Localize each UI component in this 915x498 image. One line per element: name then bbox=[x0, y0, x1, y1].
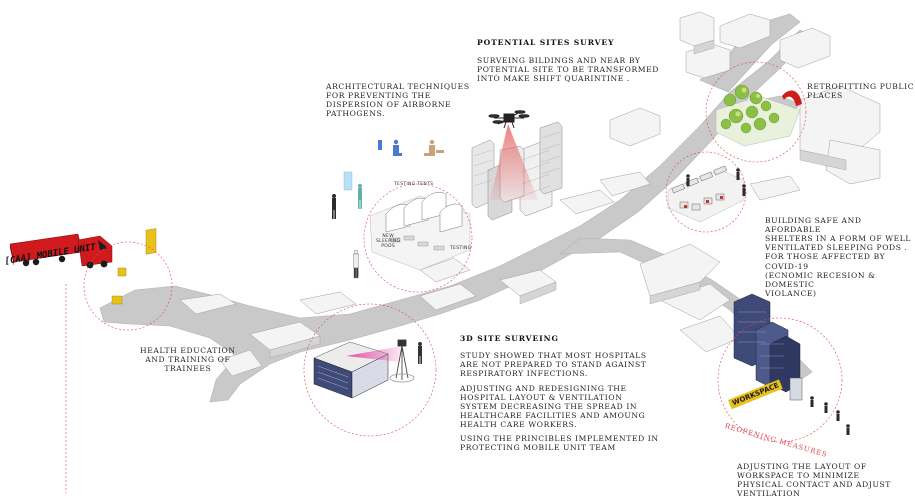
potential-sites-title: POTENTIAL SITES SURVEY bbox=[477, 38, 615, 47]
circle-hospital bbox=[303, 303, 437, 437]
tripod-scanner-icon bbox=[389, 339, 415, 383]
mobile-unit-truck bbox=[9, 228, 157, 305]
block bbox=[779, 27, 831, 69]
hospital-building bbox=[313, 339, 422, 399]
block bbox=[719, 13, 771, 49]
site-surveying-p1: STUDY SHOWED THAT MOST HOSPITALS ARE NOT… bbox=[460, 351, 647, 379]
architectural-techniques-text: ARCHITECTURAL TECHNIQUES FOR PREVENTING … bbox=[326, 82, 470, 119]
block bbox=[179, 293, 237, 315]
trees bbox=[720, 84, 780, 134]
main-street bbox=[99, 29, 813, 403]
circle-testing-tents bbox=[363, 183, 473, 293]
tower-windows bbox=[473, 131, 561, 197]
pod-accents bbox=[684, 196, 723, 208]
office-towers bbox=[733, 293, 850, 435]
beds bbox=[389, 235, 445, 251]
block bbox=[599, 171, 651, 197]
potential-sites-body: SURVEING BILDINGS AND NEAR BY POTENTIAL … bbox=[477, 56, 659, 84]
circle-sleeping-pods bbox=[665, 151, 747, 233]
site-surveying-title: 3D SITE SURVEING bbox=[460, 334, 559, 343]
drone-scan-beam bbox=[490, 124, 538, 200]
tower bbox=[539, 121, 563, 195]
circle-mobile-unit bbox=[83, 241, 173, 331]
office-windows bbox=[738, 311, 784, 369]
testing-label: TESTING bbox=[450, 246, 472, 251]
block bbox=[639, 243, 721, 297]
surveyor-person-icon bbox=[418, 342, 422, 364]
standing-person-icon bbox=[332, 194, 336, 219]
truck-wheels bbox=[22, 255, 108, 269]
yellow-tent-icons bbox=[111, 228, 157, 305]
block bbox=[679, 11, 715, 47]
retrofit-park bbox=[715, 84, 802, 147]
drone-icon bbox=[488, 110, 530, 129]
block bbox=[219, 349, 263, 377]
laser-scan-beam bbox=[346, 346, 402, 362]
site-surveying-p3: USING THE PRINCIBLES IMPLEMENTED IN PROT… bbox=[460, 434, 659, 453]
block bbox=[559, 189, 615, 215]
towers-cluster bbox=[471, 110, 563, 221]
hospital-windows bbox=[317, 361, 385, 391]
facade bbox=[269, 335, 321, 359]
medic-person-icon bbox=[358, 184, 362, 209]
facade bbox=[693, 39, 715, 55]
tent-icons bbox=[385, 192, 463, 233]
site-surveying-p2: ADJUSTING AND REDESIGNING THE HOSPITAL L… bbox=[460, 384, 646, 430]
sanitizer-station-icon bbox=[343, 171, 353, 191]
health-education-text: HEALTH EDUCATION AND TRAINING OF TRAINEE… bbox=[140, 346, 236, 374]
facade bbox=[519, 281, 557, 305]
seated-person-icon bbox=[424, 139, 435, 156]
truck-windshield bbox=[98, 240, 108, 250]
retrofitting-title: RETROFITTING PUBLIC PLACES bbox=[807, 82, 915, 101]
workspace-booth bbox=[789, 377, 803, 401]
seated-person-icon bbox=[393, 139, 402, 156]
block bbox=[749, 175, 801, 201]
facade bbox=[799, 149, 847, 171]
block bbox=[609, 107, 661, 147]
block bbox=[679, 315, 741, 353]
block bbox=[419, 257, 471, 283]
truck-trailer-side bbox=[10, 244, 14, 266]
people-icons bbox=[332, 139, 746, 279]
highlight-circles bbox=[65, 61, 843, 493]
block bbox=[299, 291, 357, 315]
testing-tents-label: TESTING TENTS bbox=[394, 182, 434, 187]
red-pavilion-icon bbox=[782, 90, 802, 106]
chair-icon bbox=[436, 150, 444, 153]
facade bbox=[649, 281, 701, 305]
chair-icon bbox=[378, 140, 382, 150]
workspace-people-icons bbox=[810, 396, 850, 435]
sleeping-pods-label: NEW SLEEPING PODS bbox=[376, 234, 401, 249]
circle-retrofit bbox=[705, 61, 807, 163]
circle-workspace bbox=[717, 317, 843, 443]
shelters-text: BUILDING SAFE AND AFORDABLE SHELTERS IN … bbox=[765, 216, 912, 298]
truck-cab bbox=[77, 235, 113, 267]
block bbox=[419, 283, 477, 311]
tree-highlights bbox=[735, 87, 760, 117]
testing-tents-area bbox=[369, 192, 471, 271]
block-facades bbox=[269, 39, 847, 359]
doctor-person-icon bbox=[353, 249, 359, 279]
worker-person-icons bbox=[686, 168, 746, 196]
